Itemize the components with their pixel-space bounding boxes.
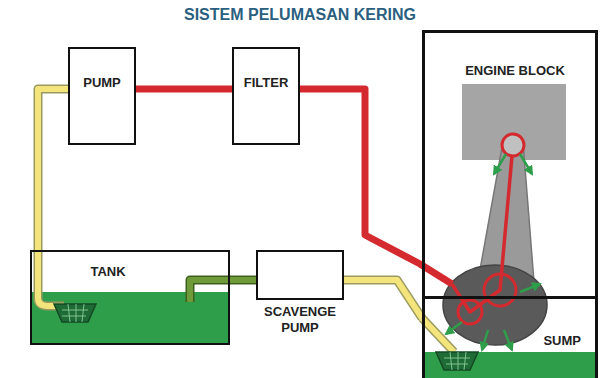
node-label: ENGINE BLOCK <box>425 63 595 79</box>
pipe-outline <box>344 280 422 318</box>
cylinder-block <box>462 84 566 160</box>
pipe <box>136 86 232 93</box>
crank-journal <box>458 300 482 324</box>
oil-pipe <box>136 89 232 90</box>
pump-box: PUMP <box>68 47 136 145</box>
filter-box: FILTER <box>232 47 300 145</box>
strainer-mesh <box>444 352 470 370</box>
strainer <box>436 352 478 370</box>
oil-spray-arrows <box>446 154 540 350</box>
sump-region: SUMP <box>422 296 598 378</box>
sump-oil <box>424 352 598 378</box>
pipe-outline <box>38 250 64 306</box>
pipe <box>190 280 230 302</box>
pipe <box>38 89 68 250</box>
diagram-title: SISTEM PELUMASAN KERING <box>0 6 600 24</box>
pipe <box>38 250 64 306</box>
node-label: TANK <box>32 264 228 280</box>
oil-pipe <box>344 280 422 318</box>
pipe-outline <box>190 280 230 302</box>
oil-pipe <box>230 280 256 281</box>
pipe <box>230 277 256 283</box>
pipe-outline <box>230 276 256 285</box>
oil-tank: TANK <box>30 250 230 345</box>
pipe <box>344 280 422 318</box>
oil-pipe <box>38 89 68 250</box>
oil-gallery <box>452 145 513 312</box>
crank-journal <box>484 274 516 306</box>
oil-pipe <box>300 89 422 265</box>
crankshaft <box>443 265 547 345</box>
engine-block-region: ENGINE BLOCK <box>422 30 598 296</box>
strainer-mesh <box>62 304 88 322</box>
piston-pin <box>502 134 524 156</box>
node-label: SCAVENGE PUMP <box>252 304 348 335</box>
strainer <box>54 304 96 322</box>
node-label: FILTER <box>234 75 298 91</box>
pipe <box>300 89 422 265</box>
scavenge-pump-box: SCAVENGE PUMP <box>256 250 344 300</box>
tank-oil <box>31 292 229 344</box>
node-label: SUMP <box>543 333 581 349</box>
node-label: PUMP <box>70 75 134 91</box>
pipe-outline <box>38 89 68 250</box>
